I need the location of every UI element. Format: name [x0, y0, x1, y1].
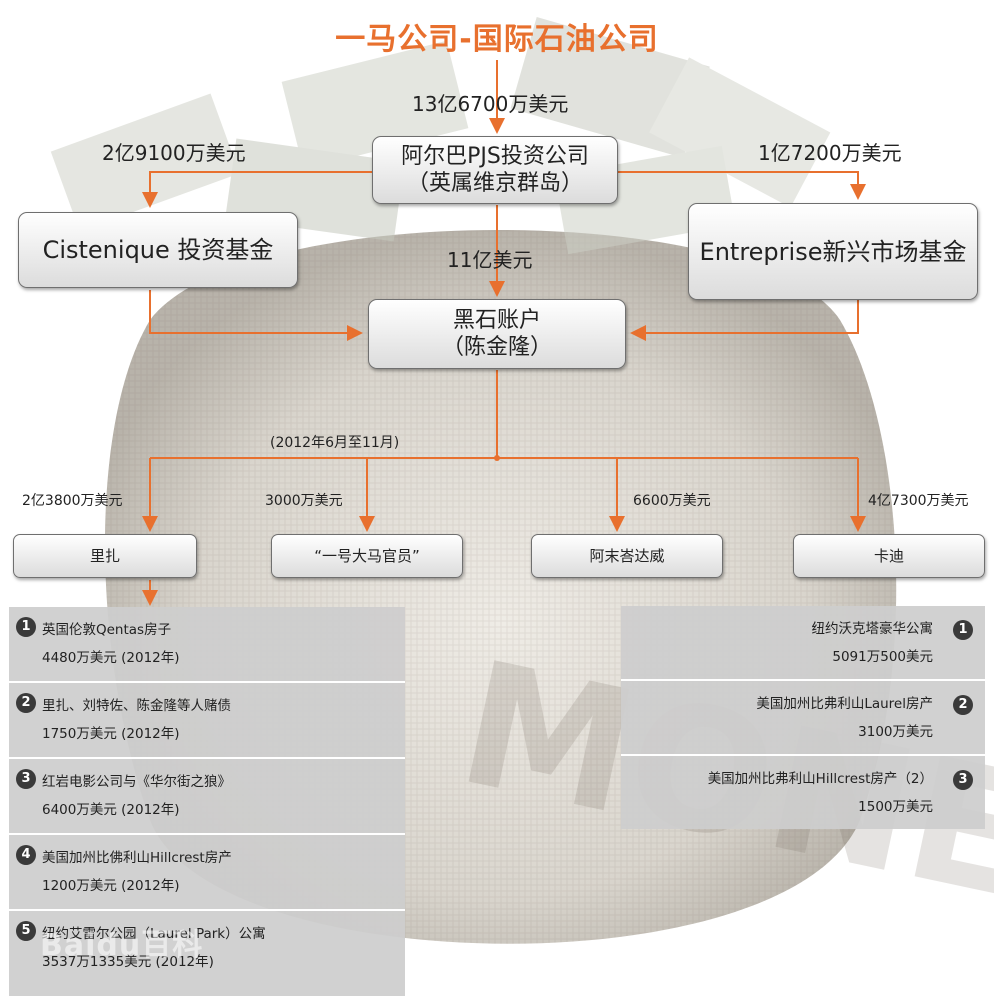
list-item: 2 里扎、刘特佐、陈金隆等人赌债 1750万美元 (2012年)	[9, 683, 405, 757]
asset-amount: 6400万美元 (2012年)	[42, 802, 180, 818]
number-badge: 4	[16, 845, 36, 865]
node-pjs-name: 阿尔巴PJS投资公司	[401, 143, 589, 169]
asset-amount: 3537万1335美元 (2012年)	[42, 954, 214, 970]
node-aamer: 阿末峇达威	[531, 534, 723, 578]
asset-amount: 5091万500美元	[832, 649, 933, 665]
amount-to-entreprise: 1亿7200万美元	[758, 141, 902, 165]
node-blackstone: 黑石账户 （陈金隆）	[368, 299, 626, 369]
arrow-to-entreprise	[618, 171, 866, 200]
node-riza: 里扎	[13, 534, 197, 578]
node-kadi-name: 卡迪	[873, 546, 904, 565]
amount-to-pjs: 13亿6700万美元	[412, 92, 569, 116]
node-pjs-location: （英属维京群岛）	[406, 171, 583, 196]
divider	[9, 909, 405, 911]
arrow-cistenique-to-blackstone	[149, 290, 363, 341]
list-item: 1 纽约沃克塔豪华公寓 5091万500美元	[621, 606, 985, 680]
divider	[9, 681, 405, 683]
list-item: 3 红岩电影公司与《华尔街之狼》 6400万美元 (2012年)	[9, 759, 405, 833]
amount-to-riza: 2亿3800万美元	[22, 493, 123, 509]
number-badge: 2	[16, 693, 36, 713]
asset-amount: 1500万美元	[858, 799, 933, 815]
riza-asset-list: 1 英国伦敦Qentas房子 4480万美元 (2012年) 2 里扎、刘特佐、…	[9, 607, 405, 996]
node-blackstone-name: 黑石账户	[452, 307, 541, 333]
number-badge: 3	[16, 769, 36, 789]
asset-description: 英国伦敦Qentas房子	[42, 622, 172, 638]
list-item: 2 美国加州比弗利山Laurel房产 3100万美元	[621, 681, 985, 755]
baidu-watermark: Baidu百科	[40, 928, 204, 963]
asset-description: 美国加州比弗利山Hillcrest房产（2）	[707, 771, 933, 787]
amount-to-official: 3000万美元	[265, 493, 343, 509]
number-badge: 3	[953, 770, 973, 790]
list-item: 3 美国加州比弗利山Hillcrest房产（2） 1500万美元	[621, 756, 985, 830]
number-badge: 1	[953, 620, 973, 640]
list-item: 1 英国伦敦Qentas房子 4480万美元 (2012年)	[9, 607, 405, 681]
divider	[9, 757, 405, 759]
arrow-entreprise-to-blackstone	[630, 300, 859, 341]
node-kadi: 卡迪	[793, 534, 985, 578]
list-item: 4 美国加州比佛利山Hillcrest房产 1200万美元 (2012年)	[9, 835, 405, 909]
asset-amount: 1200万美元 (2012年)	[42, 878, 180, 894]
node-cistenique-name: Cistenique 投资基金	[42, 236, 274, 264]
period-label: (2012年6月至11月)	[270, 435, 400, 451]
arrow-to-cistenique	[142, 171, 372, 208]
node-aamer-name: 阿末峇达威	[589, 546, 665, 565]
list-item: 5 纽约艾雷尔公园（Laurel Park）公寓 3537万1335美元 (20…	[9, 911, 405, 985]
number-badge: 1	[16, 617, 36, 637]
divider	[621, 679, 985, 681]
node-official-name: “一号大马官员”	[314, 546, 420, 565]
asset-description: 红岩电影公司与《华尔街之狼》	[42, 774, 231, 790]
divider	[9, 833, 405, 835]
amount-to-cistenique: 2亿9100万美元	[102, 141, 246, 165]
number-badge: 2	[953, 695, 973, 715]
page-title: 一马公司-国际石油公司	[335, 22, 659, 57]
node-official: “一号大马官员”	[271, 534, 463, 578]
node-entreprise: Entreprise新兴市场基金	[688, 203, 978, 300]
asset-description: 里扎、刘特佐、陈金隆等人赌债	[42, 698, 231, 714]
asset-description: 美国加州比佛利山Hillcrest房产	[42, 850, 232, 866]
divider	[621, 754, 985, 756]
node-blackstone-person: （陈金隆）	[441, 335, 552, 360]
number-badge: 5	[16, 921, 36, 941]
node-cistenique: Cistenique 投资基金	[18, 212, 298, 288]
node-pjs: 阿尔巴PJS投资公司 （英属维京群岛）	[372, 136, 618, 204]
node-riza-name: 里扎	[89, 546, 120, 565]
kadi-asset-list: 1 纽约沃克塔豪华公寓 5091万500美元 2 美国加州比弗利山Laurel房…	[621, 606, 985, 829]
asset-description: 纽约沃克塔豪华公寓	[811, 621, 934, 637]
amount-to-blackstone: 11亿美元	[447, 248, 533, 272]
asset-amount: 3100万美元	[858, 724, 933, 740]
asset-amount: 1750万美元 (2012年)	[42, 726, 180, 742]
asset-amount: 4480万美元 (2012年)	[42, 650, 180, 666]
amount-to-kadi: 4亿7300万美元	[868, 493, 969, 509]
asset-description: 美国加州比弗利山Laurel房产	[756, 696, 933, 712]
amount-to-aamer: 6600万美元	[633, 493, 711, 509]
asset-description: 纽约艾雷尔公园（Laurel Park）公寓	[42, 926, 266, 942]
node-entreprise-name: Entreprise新兴市场基金	[699, 237, 967, 266]
